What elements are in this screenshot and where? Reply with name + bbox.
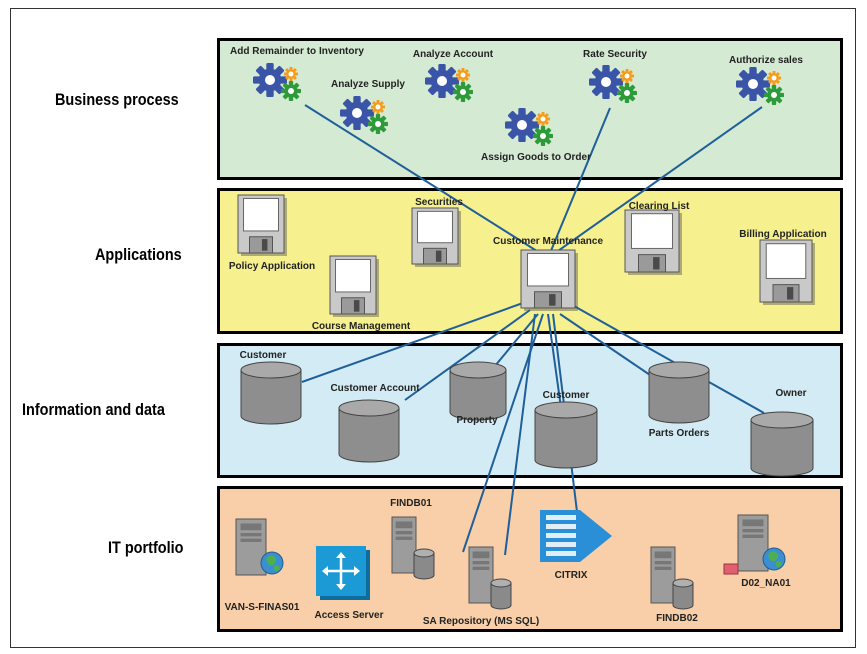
citrix-icon[interactable] bbox=[540, 510, 612, 562]
connector-line bbox=[547, 107, 611, 259]
it-asset-label: FINDB02 bbox=[656, 613, 698, 624]
it-asset-label: SA Repository (MS SQL) bbox=[423, 616, 539, 627]
it-asset-label: D02_NA01 bbox=[741, 578, 791, 589]
it-asset-label: Access Server bbox=[315, 610, 384, 621]
data-store-label: Customer bbox=[240, 350, 287, 361]
connector-line bbox=[301, 302, 524, 383]
connector-line bbox=[547, 313, 563, 416]
db-server-icon[interactable] bbox=[468, 546, 512, 610]
application-label: Billing Application bbox=[739, 229, 826, 240]
connector-line bbox=[573, 305, 765, 414]
application-label: Customer Maintenance bbox=[493, 236, 603, 247]
process-label: Analyze Account bbox=[413, 49, 494, 60]
it-asset-label: FINDB01 bbox=[390, 498, 432, 509]
connector-line bbox=[304, 104, 549, 259]
data-store-label: Owner bbox=[775, 388, 806, 399]
layer-label-it: IT portfolio bbox=[108, 538, 184, 557]
data-store-label: Customer bbox=[543, 390, 590, 401]
layer-label-business: Business process bbox=[55, 90, 179, 109]
data-store-cylinder-icon[interactable] bbox=[449, 361, 507, 421]
process-gear-icon[interactable] bbox=[589, 65, 637, 103]
connector-line bbox=[462, 313, 544, 553]
server-globe-icon[interactable] bbox=[737, 514, 786, 572]
process-label: Add Remainder to Inventory bbox=[230, 46, 364, 57]
process-gear-icon[interactable] bbox=[340, 96, 388, 134]
data-store-label: Property bbox=[456, 415, 498, 426]
db-server-icon[interactable] bbox=[391, 516, 435, 580]
data-store-cylinder-icon[interactable] bbox=[240, 361, 302, 425]
layer-label-data: Information and data bbox=[22, 400, 165, 419]
connector-line bbox=[559, 313, 651, 376]
application-floppy-icon[interactable] bbox=[624, 209, 682, 275]
application-label: Course Management bbox=[312, 321, 411, 332]
application-label: Securities bbox=[415, 197, 463, 208]
diagram-frame bbox=[10, 8, 856, 648]
db-server-icon[interactable] bbox=[650, 546, 694, 610]
data-store-label: Customer Account bbox=[330, 383, 420, 394]
data-store-cylinder-icon[interactable] bbox=[338, 399, 400, 463]
data-store-cylinder-icon[interactable] bbox=[648, 361, 710, 424]
server-globe-icon[interactable] bbox=[235, 518, 284, 576]
process-gear-icon[interactable] bbox=[253, 63, 301, 101]
it-asset-label: VAN-S-FINAS01 bbox=[225, 602, 300, 613]
application-floppy-icon[interactable] bbox=[759, 239, 815, 305]
application-floppy-icon[interactable] bbox=[329, 255, 379, 317]
layer-label-applications: Applications bbox=[95, 245, 182, 264]
application-floppy-icon[interactable] bbox=[237, 194, 287, 256]
data-store-cylinder-icon[interactable] bbox=[750, 411, 814, 477]
data-store-cylinder-icon[interactable] bbox=[534, 401, 598, 469]
process-label: Assign Goods to Order bbox=[481, 152, 591, 163]
process-gear-icon[interactable] bbox=[736, 67, 784, 105]
process-label: Rate Security bbox=[583, 49, 647, 60]
process-label: Analyze Supply bbox=[331, 79, 405, 90]
connector-line bbox=[547, 106, 763, 259]
warning-marker-icon bbox=[723, 563, 739, 575]
business-process-band bbox=[217, 38, 843, 180]
application-label: Policy Application bbox=[229, 261, 315, 272]
application-floppy-icon[interactable] bbox=[520, 249, 578, 311]
application-floppy-icon[interactable] bbox=[411, 207, 461, 267]
data-store-label: Parts Orders bbox=[649, 428, 710, 439]
process-label: Authorize sales bbox=[729, 55, 803, 66]
it-asset-label: CITRIX bbox=[555, 570, 588, 581]
information-data-band bbox=[217, 343, 843, 478]
process-gear-icon[interactable] bbox=[505, 108, 553, 146]
connector-line bbox=[404, 309, 531, 401]
application-label: Clearing List bbox=[629, 201, 690, 212]
network-switch-icon[interactable] bbox=[316, 546, 370, 600]
process-gear-icon[interactable] bbox=[425, 64, 473, 102]
